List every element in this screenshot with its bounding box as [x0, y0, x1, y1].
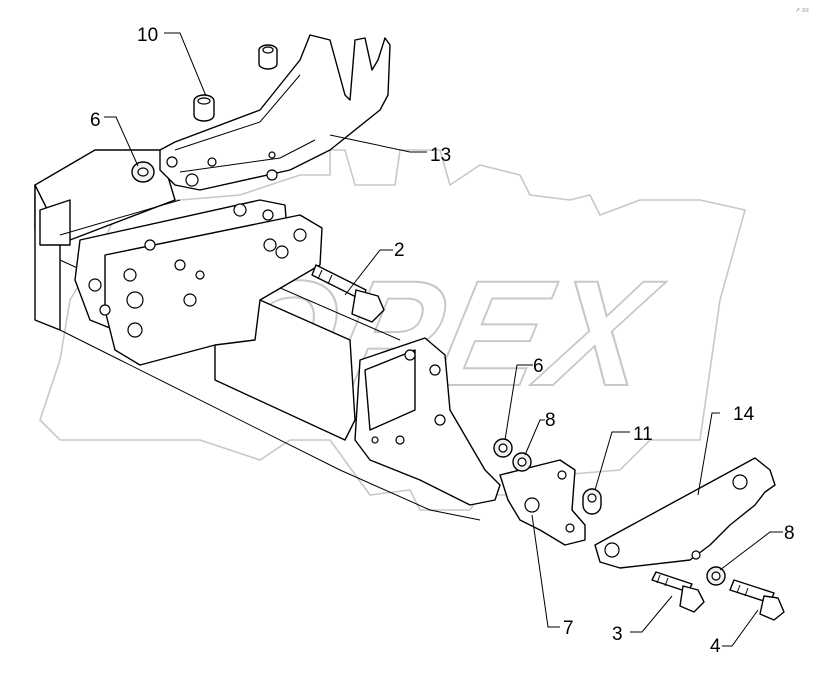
plate-part-7 — [499, 459, 586, 546]
watermark-gear-outline — [39, 149, 746, 511]
callout-3: 3 — [612, 624, 623, 645]
nut-part-6-lower — [493, 438, 513, 458]
callout-13: 13 — [430, 145, 451, 166]
callout-labels: 10 6 13 2 6 8 11 14 8 7 3 4 — [90, 25, 795, 657]
bushing-part-11 — [582, 488, 602, 515]
callout-7: 7 — [563, 618, 574, 639]
nut-part-6-upper — [131, 161, 155, 183]
callout-11: 11 — [633, 424, 653, 445]
link-arm-part-13 — [159, 34, 391, 191]
plate-part-14 — [594, 457, 776, 569]
rear-bracket — [354, 337, 501, 506]
callout-8-upper: 8 — [545, 410, 556, 431]
front-mounting-plates — [74, 199, 323, 366]
callout-10: 10 — [137, 25, 158, 46]
leader-lines — [104, 32, 783, 647]
bolt-part-4 — [729, 579, 785, 621]
callout-2: 2 — [394, 240, 405, 261]
callout-8-lower: 8 — [784, 523, 795, 544]
corner-mark: ↗ ≡≡ — [795, 8, 809, 14]
callout-6-lower: 6 — [533, 356, 544, 377]
bolt-part-3 — [651, 571, 705, 613]
bolt-part-2 — [311, 264, 385, 323]
bushing-part-10 — [193, 44, 278, 122]
callout-6-upper: 6 — [90, 110, 101, 131]
callout-14: 14 — [733, 404, 755, 425]
washer-part-8-lower — [706, 566, 726, 586]
callout-4: 4 — [710, 636, 721, 657]
washer-part-8-upper — [512, 452, 532, 472]
